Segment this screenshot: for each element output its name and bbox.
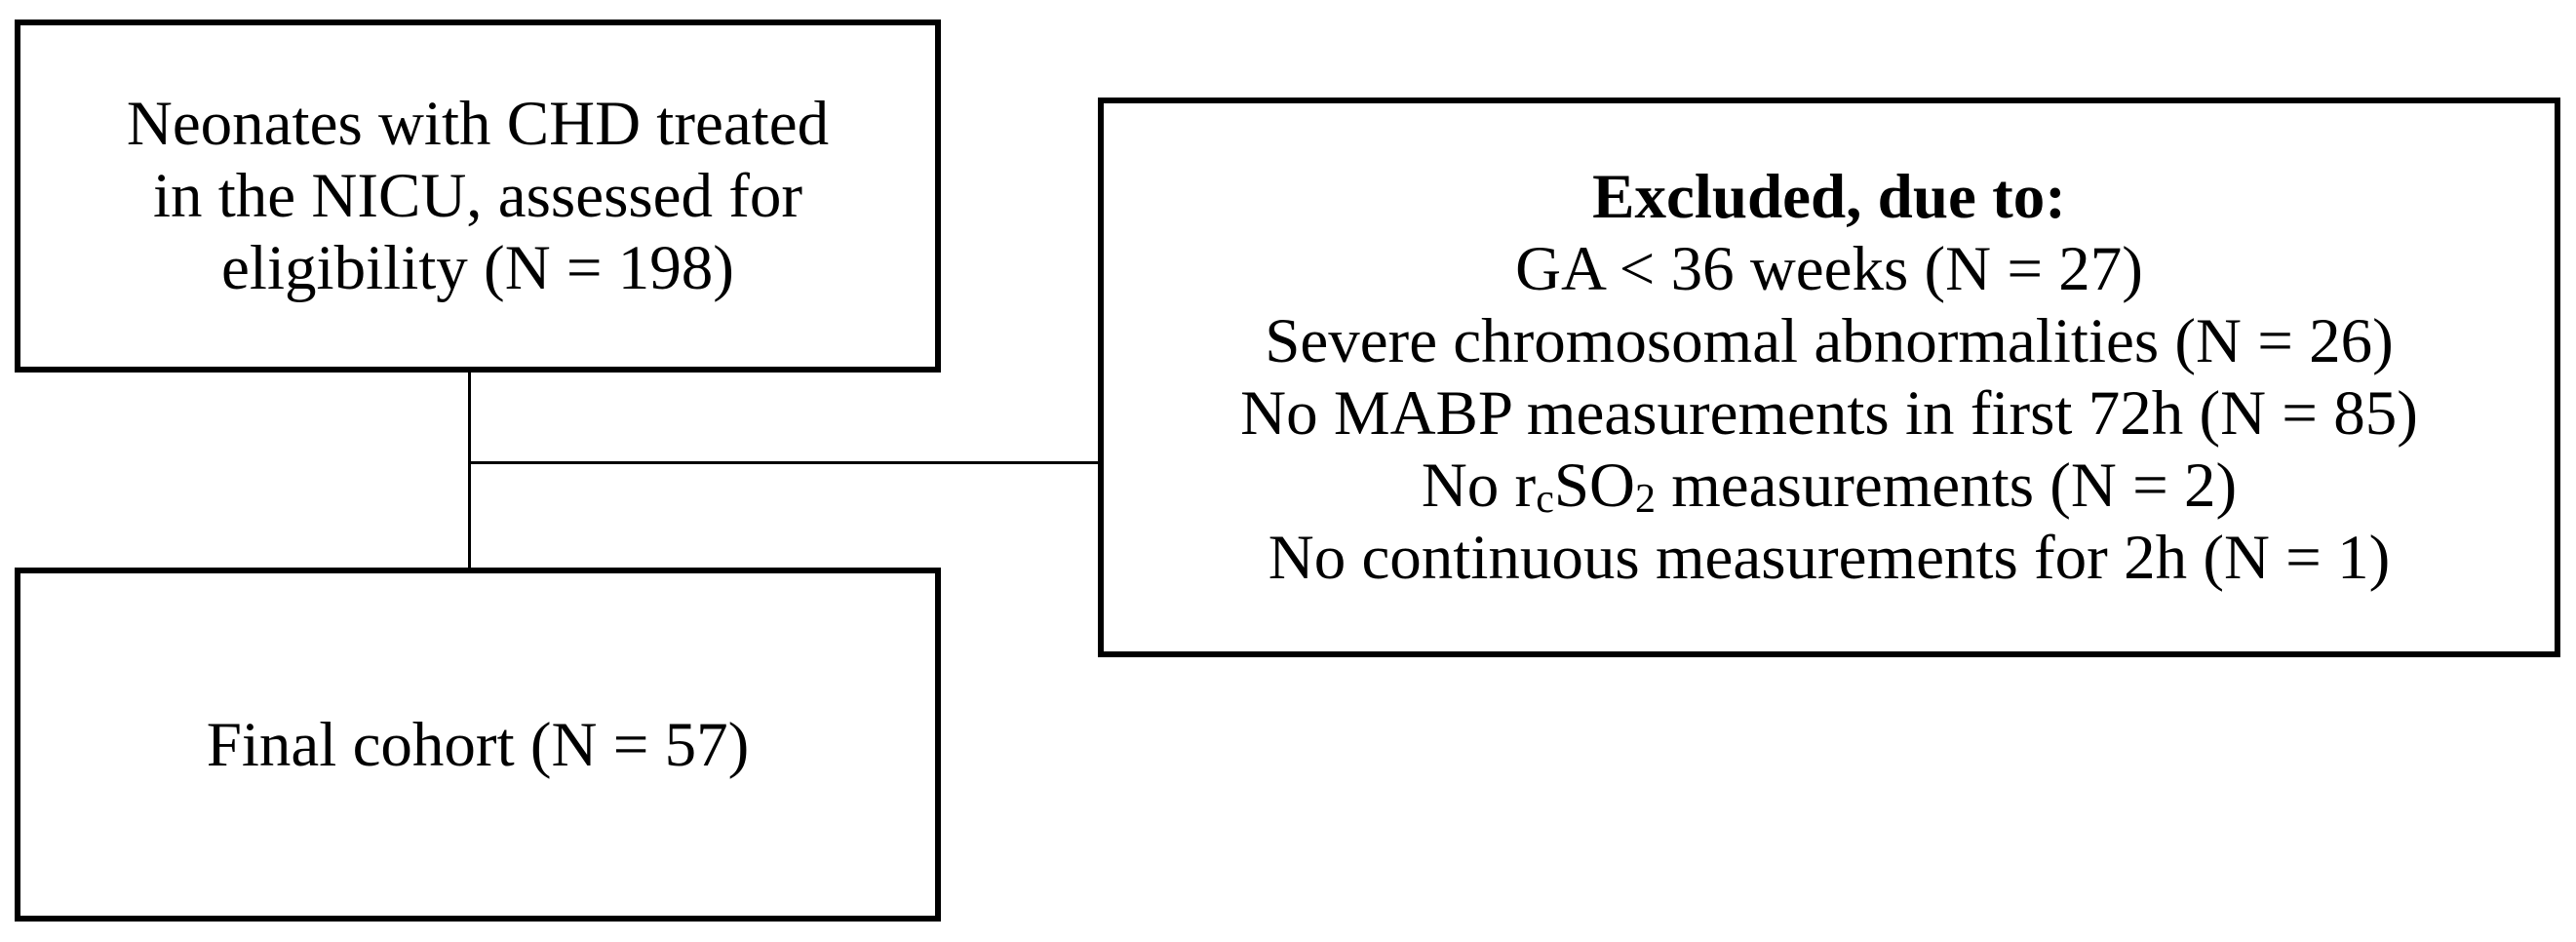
exclusion-box: Excluded, due to: GA < 36 weeks (N = 27)… [1098, 98, 2560, 657]
rcso2-subscript-c: c [1536, 477, 1554, 522]
final-cohort-box: Final cohort (N = 57) [15, 568, 941, 922]
rcso2-suffix: measurements (N = 2) [1655, 451, 2238, 521]
connector-horizontal [468, 461, 1100, 464]
exclusion-item-chromosomal: Severe chromosomal abnormalities (N = 26… [1265, 306, 2394, 376]
eligibility-line-3: eligibility (N = 198) [221, 233, 734, 303]
rcso2-mid: SO [1553, 451, 1635, 521]
eligibility-line-1: Neonates with CHD treated [126, 89, 830, 159]
connector-vertical [468, 371, 471, 569]
eligibility-line-2: in the NICU, assessed for [152, 161, 803, 231]
final-cohort-label: Final cohort (N = 57) [206, 709, 750, 780]
exclusion-item-ga: GA < 36 weeks (N = 27) [1515, 234, 2143, 304]
rcso2-prefix: No r [1421, 451, 1537, 521]
exclusion-item-mabp: No MABP measurements in first 72h (N = 8… [1240, 378, 2418, 449]
exclusion-heading: Excluded, due to: [1592, 162, 2066, 232]
exclusion-item-continuous: No continuous measurements for 2h (N = 1… [1268, 523, 2391, 593]
eligibility-box: Neonates with CHD treated in the NICU, a… [15, 20, 941, 373]
rcso2-subscript-2: 2 [1634, 477, 1656, 522]
exclusion-item-rcso2: No rcSO2 measurements (N = 2) [1422, 450, 2237, 522]
